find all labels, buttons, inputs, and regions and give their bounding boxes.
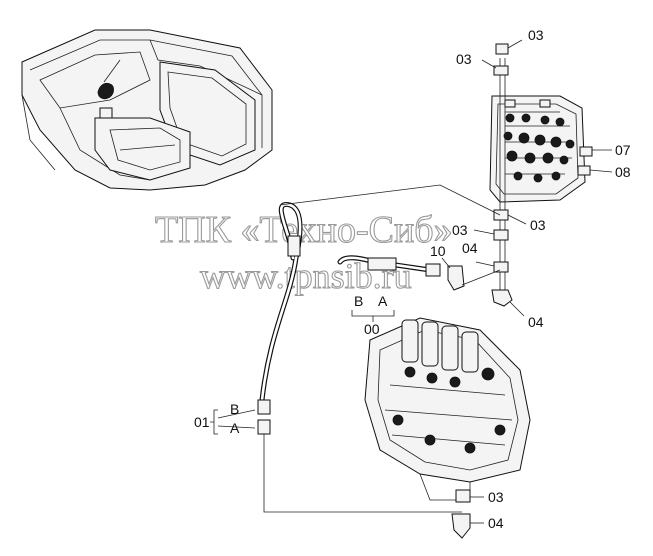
valve-spools (392, 319, 506, 454)
callout-03-mid-left: 03 (452, 222, 468, 238)
callout-01-a: A (230, 420, 240, 436)
callout-03-top-left: 03 (456, 51, 472, 67)
callout-labels: 03 03 07 08 03 03 04 10 04 B A 00 01 B A… (194, 27, 631, 531)
bracket-01 (210, 409, 218, 435)
callout-00: 00 (364, 321, 380, 337)
callout-01: 01 (194, 414, 210, 430)
callout-03-bottom: 03 (488, 489, 504, 505)
callout-04-right: 04 (528, 314, 544, 330)
watermark: ТПК «Техно-Сиб» www.tpnsib.ru (154, 208, 453, 296)
fitting-10-elbow (447, 265, 465, 291)
hose-port-b (257, 399, 271, 415)
hose-end-fitting (287, 235, 301, 257)
callout-01-b: B (230, 401, 239, 417)
pilot-pipe-right (499, 58, 506, 300)
callout-00-b: B (354, 293, 363, 309)
bottom-fittings (451, 489, 471, 539)
fitting-10-body (425, 263, 441, 277)
bracket-00 (351, 310, 395, 322)
fitting-08 (577, 165, 591, 176)
callout-03-mid-right: 03 (530, 217, 546, 233)
hoses (257, 202, 465, 435)
callout-04-mid: 04 (462, 240, 478, 256)
hose-port-a (257, 419, 271, 435)
fittings-right-column (491, 43, 513, 307)
leader-lines (217, 39, 613, 524)
callout-03-top-right: 03 (528, 27, 544, 43)
control-valve (364, 317, 531, 501)
excavator-cab-illustration (21, 29, 273, 191)
watermark-line1: ТПК «Техно-Сиб» (155, 209, 453, 251)
pilot-valve-block (489, 95, 593, 203)
callout-07: 07 (615, 142, 631, 158)
callout-08: 08 (615, 164, 631, 180)
fitting-07 (579, 146, 593, 157)
hose-coupler (367, 257, 397, 271)
valve-fittings (503, 99, 575, 183)
callout-10: 10 (430, 243, 446, 259)
callout-00-a: A (378, 293, 388, 309)
callout-04-bottom: 04 (488, 515, 504, 531)
